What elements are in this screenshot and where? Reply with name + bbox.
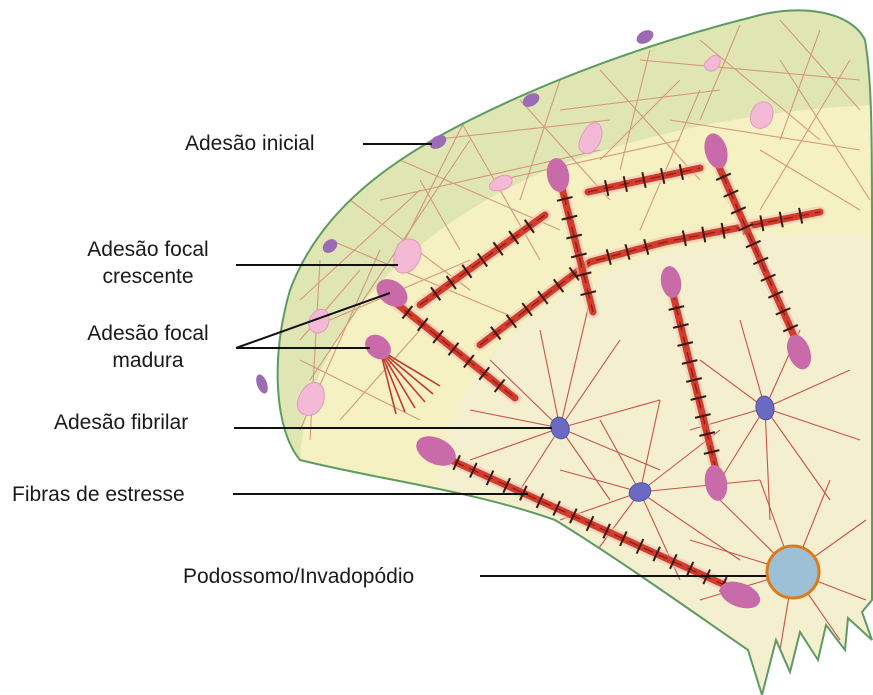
label-mature-line1: Adesão focal <box>68 320 228 347</box>
label-mature-focal-adhesion: Adesão focal madura <box>68 320 228 374</box>
label-early-adhesion: Adesão inicial <box>185 130 315 157</box>
early-adhesion-dot <box>634 27 656 46</box>
label-growing-line1: Adesão focal <box>68 236 228 263</box>
label-podosome: Podossomo/Invadopódio <box>183 563 414 590</box>
label-mature-line2: madura <box>68 347 228 374</box>
podosome <box>767 546 819 598</box>
label-fibrillar-adhesion: Adesão fibrilar <box>54 409 188 436</box>
label-growing-line2: crescente <box>68 263 228 290</box>
label-stress-fibers: Fibras de estresse <box>12 481 185 508</box>
early-adhesion-dot <box>254 373 270 395</box>
label-growing-focal-adhesion: Adesão focal crescente <box>68 236 228 290</box>
